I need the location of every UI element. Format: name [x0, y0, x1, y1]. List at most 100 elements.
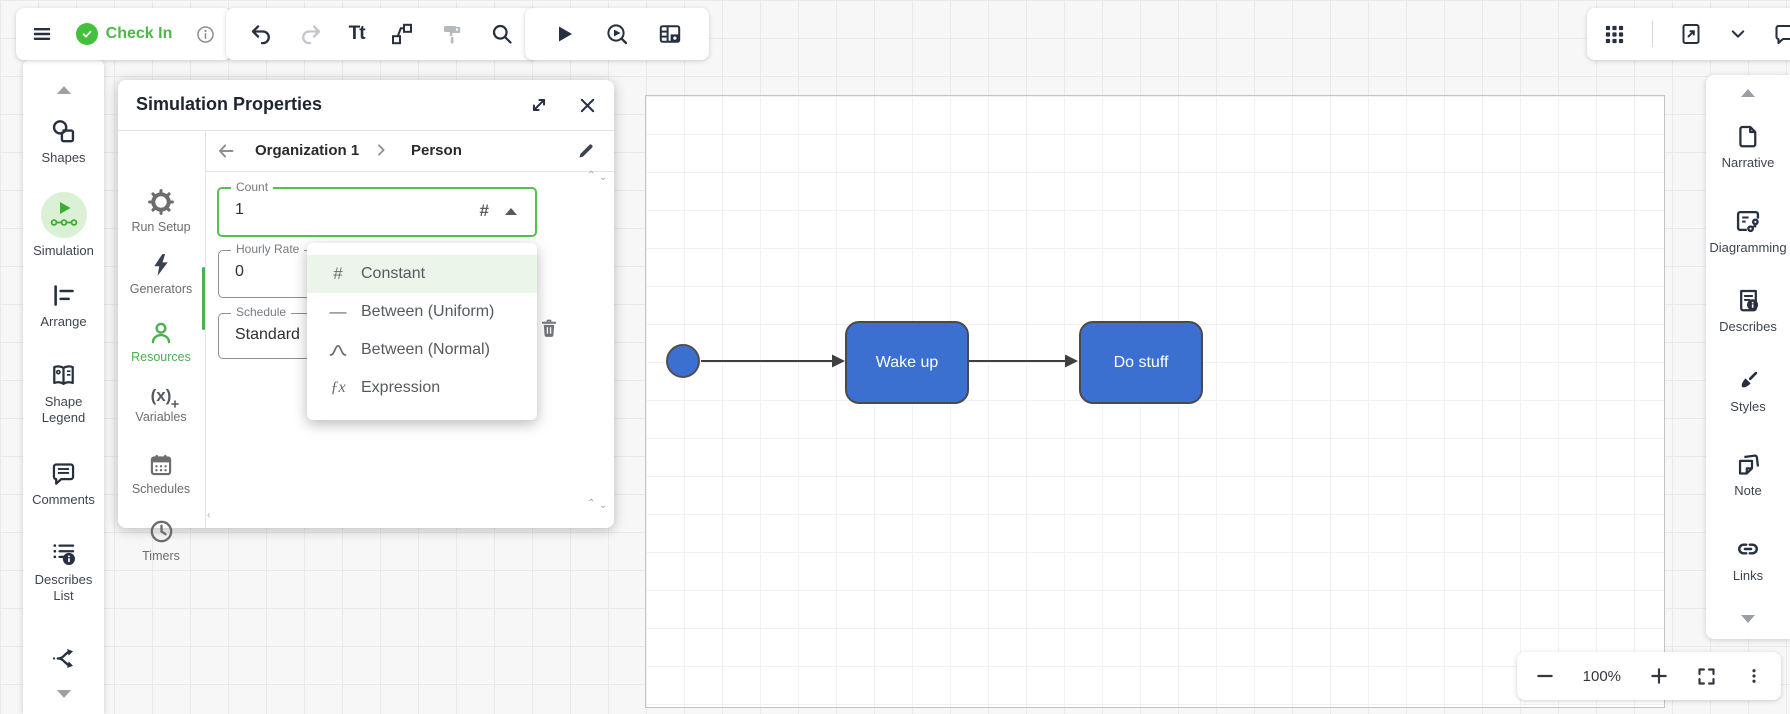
sidebar-item-label: Shapes: [41, 150, 86, 165]
describes-icon: [1739, 289, 1758, 312]
dropdown-caret-icon[interactable]: [505, 208, 517, 215]
branch-split-icon: [52, 649, 73, 668]
comment-bubble-icon[interactable]: [1773, 22, 1790, 46]
sidebar-scroll-down[interactable]: [23, 690, 104, 698]
sidebar-scroll-up[interactable]: [23, 86, 104, 94]
value-type-dropdown-menu: # Constant — Between (Uniform) Between (…: [307, 243, 537, 420]
schedule-field-label: Schedule: [231, 305, 292, 319]
right-sidebar-scroll-up[interactable]: [1706, 89, 1790, 97]
expand-icon: [532, 98, 546, 112]
scroll-indicator-up-2[interactable]: ⌃: [587, 498, 596, 509]
sidebar-item-shapes[interactable]: Shapes: [23, 118, 104, 166]
tab-run-setup[interactable]: Run Setup: [118, 188, 204, 234]
sidebar-item-branch[interactable]: [23, 645, 104, 672]
hamburger-menu-icon[interactable]: [31, 23, 53, 45]
tab-generators[interactable]: Generators: [118, 252, 204, 296]
sidebar-item-label: Describes List: [34, 572, 93, 604]
sidebar-item-narrative[interactable]: Narrative: [1706, 123, 1790, 171]
sidebar-item-label: Links: [1732, 568, 1764, 583]
sidebar-item-label: Styles: [1730, 399, 1766, 414]
simulation-properties-panel: Simulation Properties Run Setup Generato…: [118, 80, 614, 563]
sidebar-item-comments[interactable]: Comments: [23, 460, 104, 508]
menu-option-between-normal[interactable]: Between (Normal): [307, 331, 537, 369]
variables-icon: (x): [150, 386, 180, 408]
sidebar-item-shape-legend[interactable]: Shape Legend: [23, 362, 104, 427]
zoom-in-button[interactable]: [1649, 666, 1669, 686]
sidebar-item-describes-list[interactable]: Describes List: [23, 540, 104, 605]
node-label: Do stuff: [1113, 353, 1169, 371]
sidebar-item-label: Arrange: [40, 314, 87, 329]
connector-tool-icon[interactable]: [390, 22, 414, 46]
back-button[interactable]: [213, 138, 239, 164]
check-badge-icon: [75, 23, 98, 45]
tab-resources[interactable]: Resources: [118, 320, 204, 364]
sidebar-item-label: Comments: [32, 492, 95, 507]
text-style-icon[interactable]: Tt: [348, 23, 366, 44]
tab-timers[interactable]: Timers: [118, 518, 204, 563]
sidebar-item-simulation[interactable]: Simulation: [23, 192, 104, 259]
sidebar-item-note[interactable]: Note: [1706, 451, 1790, 499]
format-painter-icon[interactable]: [440, 22, 464, 46]
sidebar-item-styles[interactable]: Styles: [1706, 367, 1790, 415]
count-input[interactable]: [235, 201, 457, 219]
arrange-icon: [54, 285, 74, 306]
right-sidebar-scroll-down[interactable]: [1706, 615, 1790, 623]
check-in-label: Check In: [105, 25, 173, 42]
review-run-icon[interactable]: [605, 22, 629, 46]
count-field[interactable]: Count #: [217, 180, 537, 237]
chevron-down-icon[interactable]: [1729, 25, 1747, 43]
toolbar-divider: [1652, 21, 1653, 47]
toolbar-run: [525, 8, 709, 60]
play-icon[interactable]: [552, 22, 576, 46]
dash-icon: —: [329, 302, 347, 321]
tab-schedules[interactable]: Schedules: [118, 452, 204, 496]
zoom-out-button[interactable]: [1535, 666, 1555, 686]
zoom-level[interactable]: 100%: [1582, 667, 1622, 685]
sidebar-item-describes[interactable]: Describes: [1706, 287, 1790, 335]
scroll-indicator-up[interactable]: ⌃: [587, 170, 596, 181]
undo-icon[interactable]: [249, 22, 273, 46]
scroll-indicator-down[interactable]: ⌄: [599, 172, 608, 183]
search-icon[interactable]: [490, 22, 514, 46]
scroll-indicator-down-2[interactable]: ⌄: [599, 500, 608, 511]
shapes-icon: [52, 120, 75, 143]
right-sidebar: Narrative Diagramming Describes Styles N…: [1706, 75, 1790, 639]
simulation-data-table-icon[interactable]: [658, 22, 682, 46]
sidebar-item-links[interactable]: Links: [1706, 535, 1790, 584]
more-options-button[interactable]: [1745, 667, 1763, 685]
expand-panel-button[interactable]: [526, 92, 552, 118]
scroll-indicator-left[interactable]: ‹: [207, 510, 211, 521]
describes-list-icon: [53, 544, 75, 565]
tab-label: Timers: [142, 549, 180, 563]
close-panel-button[interactable]: [574, 92, 600, 118]
connector-arrow-1[interactable]: [701, 354, 845, 368]
diagramming-icon: [1736, 210, 1760, 233]
apps-grid-icon[interactable]: [1603, 23, 1626, 46]
start-circle-shape[interactable]: [666, 344, 700, 378]
check-in-button[interactable]: Check In: [75, 23, 173, 45]
breadcrumb: Organization 1 Person: [205, 130, 614, 172]
sidebar-item-label: Simulation: [33, 243, 94, 258]
active-tab-indicator: [202, 267, 205, 330]
fullscreen-button[interactable]: [1696, 666, 1717, 687]
value-type-glyph[interactable]: #: [479, 201, 489, 220]
info-icon[interactable]: [195, 24, 216, 45]
connector-arrow-2[interactable]: [967, 354, 1078, 368]
menu-option-constant[interactable]: # Constant: [307, 255, 537, 293]
links-icon: [1738, 543, 1758, 555]
tab-variables[interactable]: (x) Variables: [118, 386, 204, 424]
breadcrumb-parent[interactable]: Organization 1: [255, 142, 360, 159]
sidebar-item-arrange[interactable]: Arrange: [23, 282, 104, 330]
process-node-wake-up[interactable]: Wake up: [845, 321, 969, 404]
edit-name-button[interactable]: [573, 138, 599, 164]
export-document-icon[interactable]: [1679, 22, 1703, 46]
fx-icon: ƒx: [330, 379, 346, 396]
menu-option-between-uniform[interactable]: — Between (Uniform): [307, 293, 537, 331]
delete-resource-button[interactable]: [535, 314, 563, 342]
menu-option-expression[interactable]: ƒx Expression: [307, 369, 537, 407]
arrow-left-icon: [219, 144, 234, 158]
sidebar-item-diagramming[interactable]: Diagramming: [1706, 207, 1790, 256]
process-node-do-stuff[interactable]: Do stuff: [1079, 321, 1203, 404]
lightning-icon: [154, 254, 168, 276]
redo-icon[interactable]: [299, 22, 323, 46]
